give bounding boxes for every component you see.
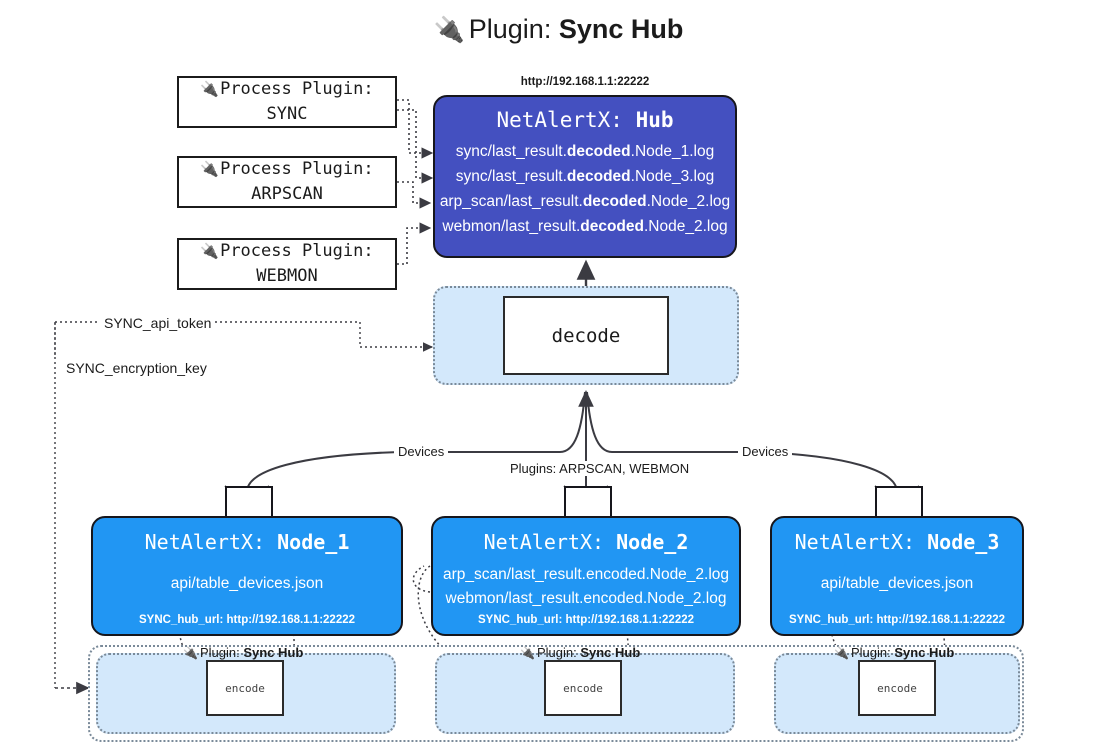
node-line: api/table_devices.json bbox=[170, 575, 324, 592]
node-box-node3[interactable]: NetAlertX: Node_3 api/table_devices.json… bbox=[770, 516, 1024, 636]
plug-icon: 🔌 bbox=[183, 646, 198, 660]
node-title: NetAlertX: Node_1 bbox=[144, 530, 350, 554]
title-name: Sync Hub bbox=[558, 14, 684, 44]
encoder-plugin-label-node3: 🔌Plugin: Sync Hub bbox=[834, 645, 955, 660]
process-plugin-webmon[interactable]: 🔌Process Plugin: WEBMON bbox=[177, 238, 397, 290]
process-plugin-name: WEBMON bbox=[256, 266, 318, 286]
node-line: api/table_devices.json bbox=[820, 575, 974, 592]
process-plugin-name: SYNC bbox=[266, 104, 308, 124]
hub-log-row: sync/last_result.decoded.Node_3.log bbox=[455, 168, 715, 186]
plug-icon: 🔌 bbox=[520, 646, 535, 660]
edge-sync-to-hub-log1 bbox=[397, 99, 434, 159]
plug-icon: 🔌 bbox=[200, 80, 220, 99]
hub-log-row: sync/last_result.decoded.Node_1.log bbox=[455, 143, 715, 160]
hub-log-row: arp_scan/last_result.decoded.Node_2.log bbox=[439, 193, 731, 211]
title-prefix: Plugin: bbox=[468, 14, 552, 44]
hub-log-row: webmon/last_result.decoded.Node_2.log bbox=[442, 218, 728, 236]
node-title: NetAlertX: Node_2 bbox=[483, 530, 689, 554]
process-plugin-label: Process Plugin: bbox=[220, 159, 374, 180]
hub-box[interactable]: NetAlertX: Hub sync/last_result.decoded.… bbox=[433, 95, 737, 258]
edge-webmon-to-hub-log4 bbox=[397, 222, 432, 265]
plug-icon: 🔌 bbox=[433, 16, 465, 44]
plug-icon: 🔌 bbox=[200, 160, 220, 179]
edge-label-plugins-center: Plugins: ARPSCAN, WEBMON bbox=[506, 461, 694, 476]
hub-title-prefix: NetAlertX: bbox=[496, 108, 623, 132]
hub-title: NetAlertX: Hub bbox=[435, 108, 735, 132]
edge-api-token-to-decode bbox=[55, 321, 434, 352]
node-box-node1[interactable]: NetAlertX: Node_1 api/table_devices.json… bbox=[91, 516, 403, 636]
process-plugin-label: Process Plugin: bbox=[220, 241, 374, 262]
node-hub-url: SYNC_hub_url: http://192.168.1.1:22222 bbox=[477, 614, 695, 626]
edge-label-devices-left: Devices bbox=[394, 444, 449, 459]
process-plugin-label: Process Plugin: bbox=[220, 79, 374, 100]
process-plugin-name: ARPSCAN bbox=[251, 184, 323, 204]
node-hub-url: SYNC_hub_url: http://192.168.1.1:22222 bbox=[138, 614, 356, 626]
node-line: webmon/last_result.encoded.Node_2.log bbox=[445, 590, 727, 608]
page-title: 🔌Plugin: Sync Hub bbox=[0, 14, 1117, 45]
plug-icon: 🔌 bbox=[834, 646, 849, 660]
edge-sync-to-hub-log2 bbox=[397, 109, 434, 184]
edge-node3-to-decode bbox=[586, 391, 898, 493]
plug-icon: 🔌 bbox=[200, 242, 220, 261]
process-plugin-arpscan[interactable]: 🔌Process Plugin: ARPSCAN bbox=[177, 156, 397, 208]
sync-api-token-label: SYNC_api_token bbox=[100, 315, 216, 331]
encode-box-node2[interactable]: encode bbox=[544, 660, 622, 716]
decode-box[interactable]: decode bbox=[503, 296, 669, 375]
hub-title-name: Hub bbox=[635, 108, 674, 132]
edge-encode2-to-node2-lines bbox=[412, 565, 431, 593]
hub-url-label: http://192.168.1.1:22222 bbox=[520, 76, 650, 88]
encode-box-node3[interactable]: encode bbox=[858, 660, 936, 716]
process-plugin-sync[interactable]: 🔌Process Plugin: SYNC bbox=[177, 76, 397, 128]
node-line: arp_scan/last_result.encoded.Node_2.log bbox=[442, 566, 730, 583]
edge-node1-to-decode bbox=[246, 391, 586, 493]
node-box-node2[interactable]: NetAlertX: Node_2 arp_scan/last_result.e… bbox=[431, 516, 741, 636]
encode-box-node1[interactable]: encode bbox=[206, 660, 284, 716]
node-title: NetAlertX: Node_3 bbox=[794, 530, 1000, 554]
sync-encryption-key-label: SYNC_encryption_key bbox=[62, 360, 211, 376]
encoder-plugin-label-node2: 🔌Plugin: Sync Hub bbox=[520, 645, 641, 660]
edge-arpscan-to-hub-log3 bbox=[397, 181, 432, 209]
encoder-plugin-label-node1: 🔌Plugin: Sync Hub bbox=[183, 645, 304, 660]
edge-label-devices-right: Devices bbox=[738, 444, 793, 459]
node-hub-url: SYNC_hub_url: http://192.168.1.1:22222 bbox=[788, 614, 1006, 626]
